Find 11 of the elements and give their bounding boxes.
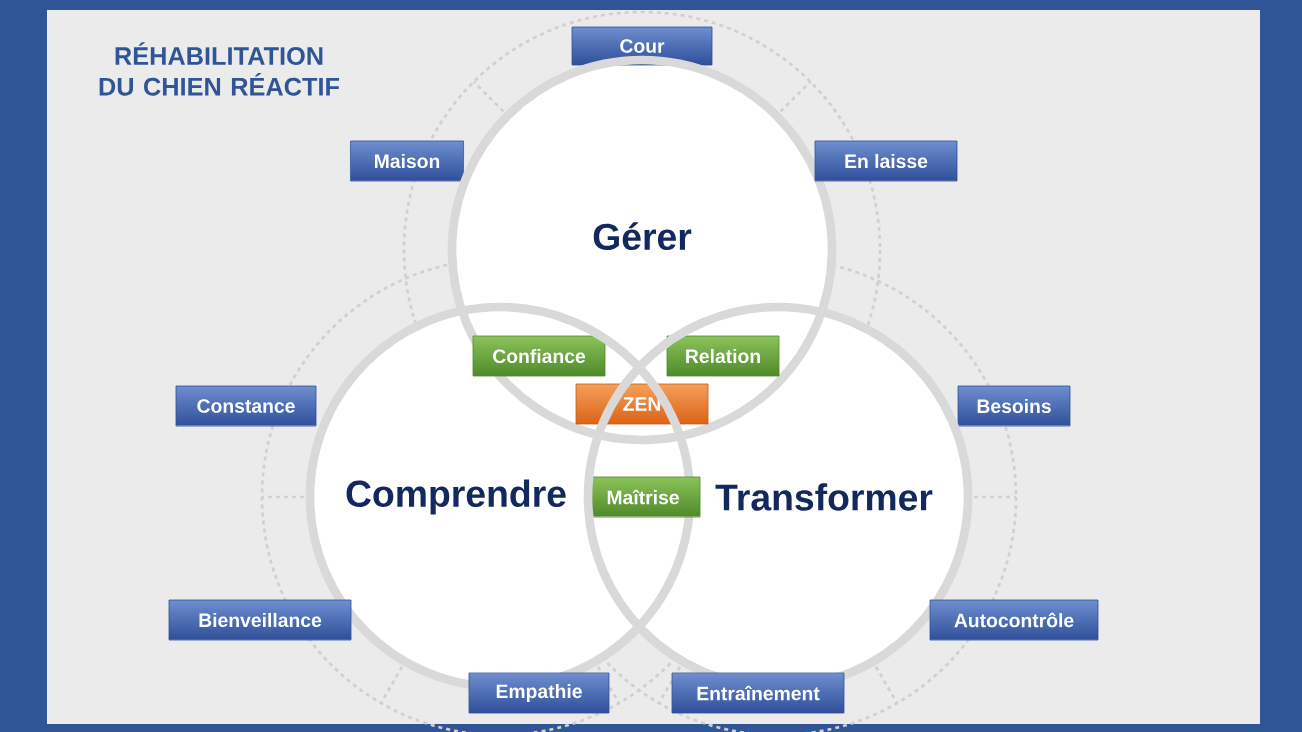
label-box: Besoins bbox=[957, 385, 1071, 427]
label-box: Confiance bbox=[472, 335, 606, 377]
label-box: Constance bbox=[175, 385, 317, 427]
label-box: Maison bbox=[350, 140, 464, 182]
label-box: Relation bbox=[666, 335, 780, 377]
label-box: Entraînement bbox=[671, 672, 845, 714]
label-box: Empathie bbox=[468, 672, 610, 714]
title: RÉHABILITATION DU CHIEN RÉACTIF bbox=[99, 42, 340, 96]
label-box: Bienveillance bbox=[168, 599, 352, 641]
label-box: Autocontrôle bbox=[929, 599, 1099, 641]
label-box: En laisse bbox=[814, 140, 958, 182]
